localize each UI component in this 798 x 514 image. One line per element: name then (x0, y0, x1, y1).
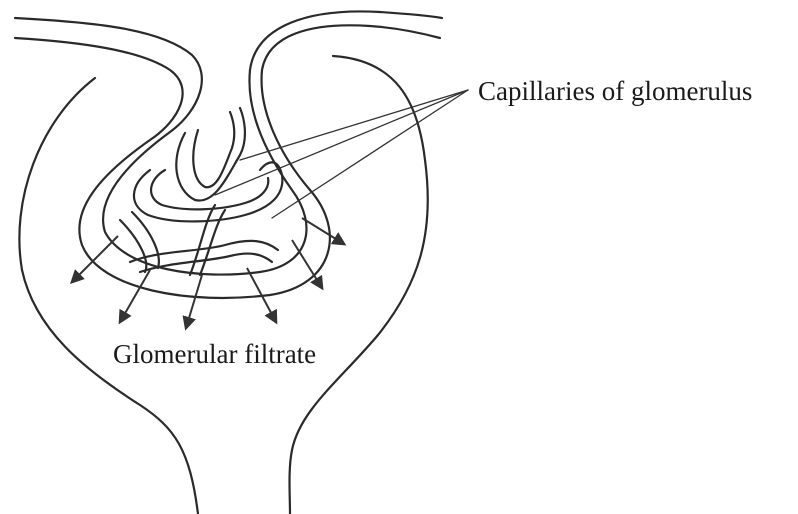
capillaries-label: Capillaries of glomerulus (478, 76, 752, 106)
filtrate-label: Glomerular filtrate (113, 339, 316, 369)
filtrate-arrow (302, 218, 344, 244)
capsule-outer-wall (19, 56, 427, 514)
filtrate-arrow (120, 270, 150, 322)
filtrate-arrows (72, 218, 344, 328)
glomerular-capillaries (120, 108, 282, 275)
filtrate-arrow (186, 275, 202, 328)
